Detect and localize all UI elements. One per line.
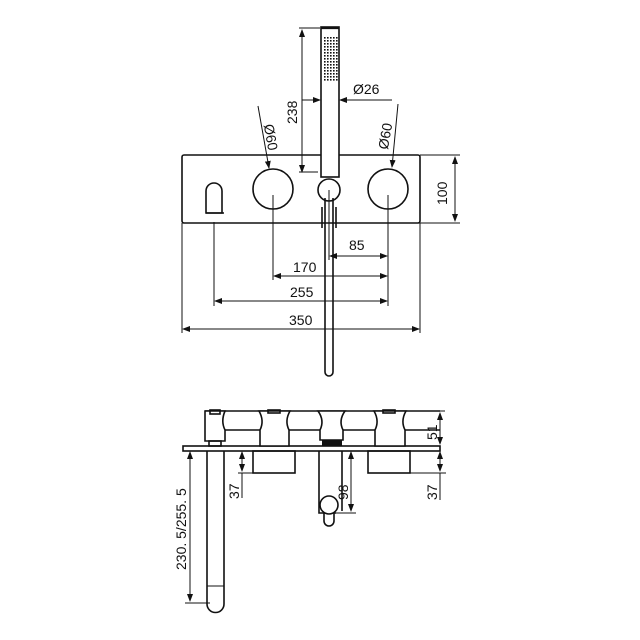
dim-right-d60: Ø60 [375, 122, 395, 151]
dim-right-37: 37 [424, 484, 440, 500]
dim-100: 100 [434, 181, 450, 205]
dim-98: 98 [335, 484, 351, 500]
dim-255: 255 [290, 284, 314, 300]
dim-170: 170 [293, 259, 317, 275]
handshower-nozzles [324, 37, 338, 81]
side-hose-outlet [319, 495, 339, 515]
side-view: 51 37 37 98 230. 5/255. 5 [173, 409, 446, 614]
dim-d26: Ø26 [353, 81, 380, 97]
front-view: 238 Ø26 Ø60 Ø60 100 85 170 255 [181, 26, 460, 377]
hose [324, 198, 334, 377]
dim-left-37: 37 [226, 483, 242, 499]
side-handle-left [257, 410, 292, 447]
side-handle-right [372, 410, 408, 447]
dim-350: 350 [289, 312, 313, 328]
dim-85: 85 [349, 237, 365, 253]
dim-left-d60: Ø60 [261, 123, 281, 152]
spout-outlet [205, 182, 223, 214]
side-plate [182, 445, 441, 452]
side-spout [206, 451, 225, 614]
dim-spout-projection: 230. 5/255. 5 [173, 488, 189, 570]
side-outlet-center [316, 410, 347, 441]
dim-238: 238 [284, 100, 300, 124]
dim-51: 51 [424, 424, 440, 440]
